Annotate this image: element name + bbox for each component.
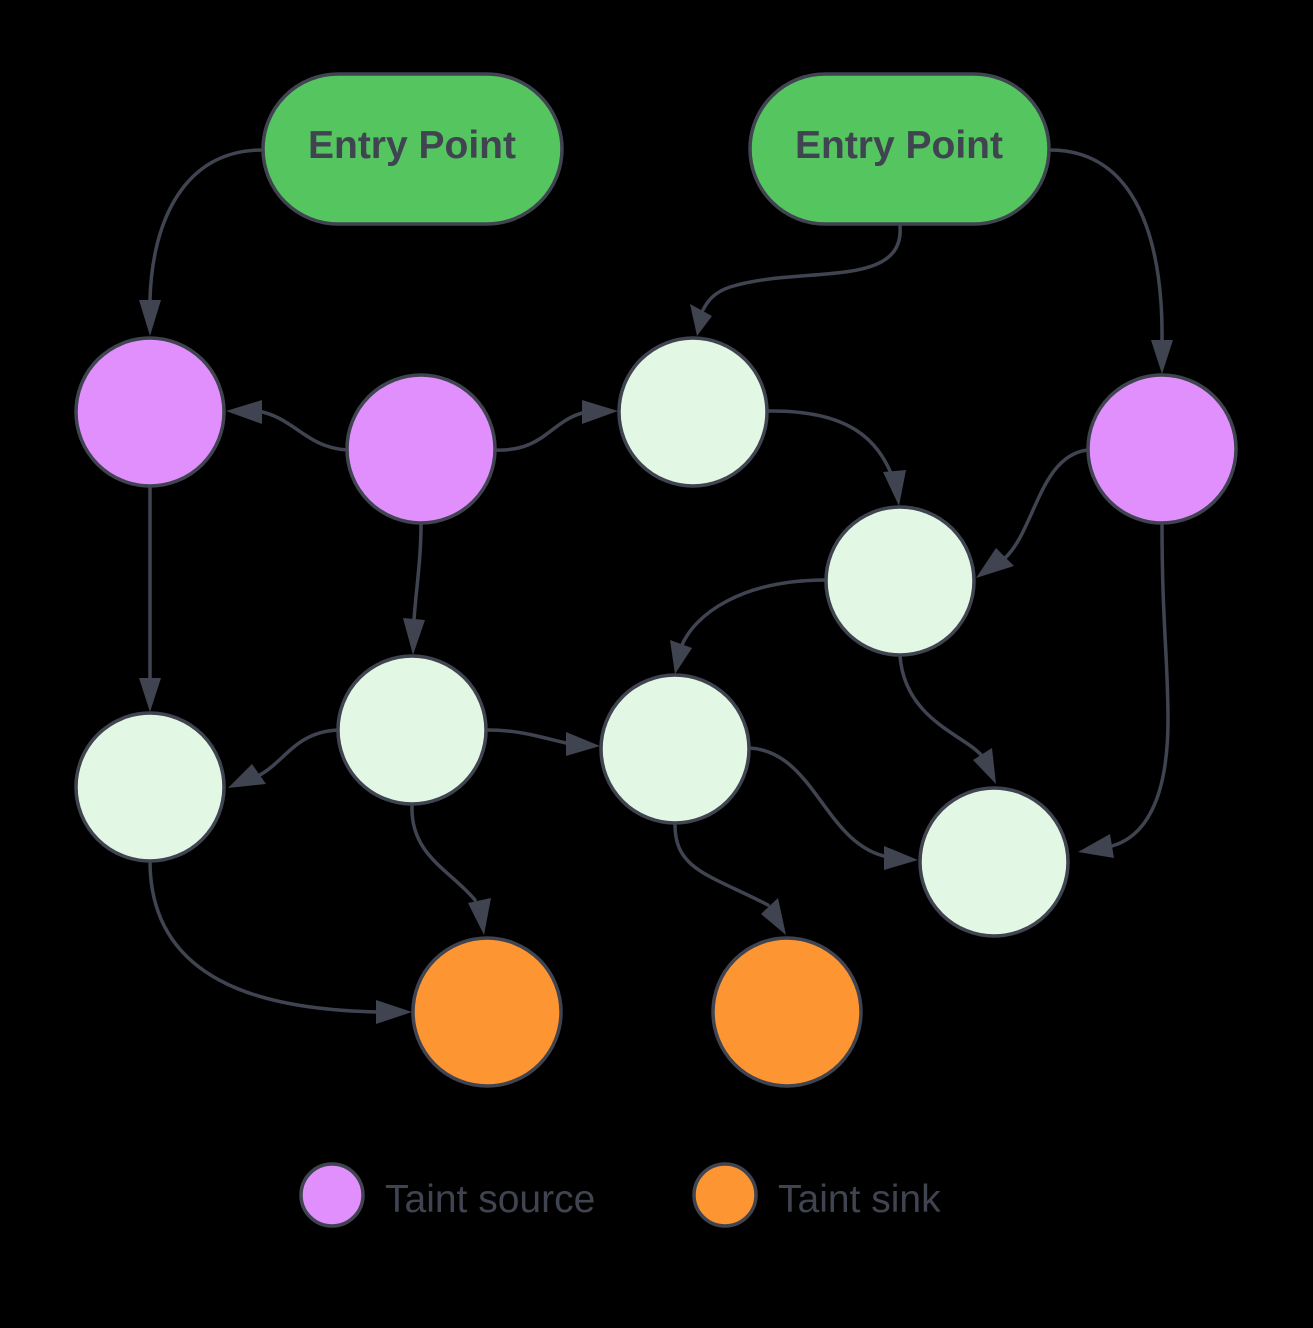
plain-node — [74, 711, 226, 863]
taint-source-node — [74, 336, 226, 488]
legend-item-taint-source: Taint source — [299, 1162, 595, 1228]
plain-node — [617, 336, 769, 488]
edge-n8-to-n11 — [673, 823, 770, 907]
edge-n3-to-n5 — [766, 409, 895, 480]
legend-item-taint-sink: Taint sink — [692, 1162, 941, 1228]
entry-point-label: Entry Point — [795, 124, 1003, 167]
arrowhead-entry-1-to-n1 — [139, 300, 161, 336]
edge-n2-to-n7 — [412, 522, 423, 622]
plain-node — [599, 673, 751, 825]
edge-n7-to-n6 — [256, 728, 340, 778]
arrowhead-n4-to-n5 — [976, 548, 1014, 578]
arrowhead-entry-2-to-n3 — [690, 304, 712, 336]
edge-entry-1-to-n1 — [148, 148, 264, 302]
arrowhead-n8-to-n11 — [761, 898, 786, 935]
edge-group — [148, 148, 1170, 1014]
plain-node — [824, 505, 976, 657]
arrowhead-n5-to-n8 — [670, 640, 692, 674]
entry-point-node: Entry Point — [261, 72, 564, 226]
arrowhead-n4-to-n9 — [1078, 834, 1114, 858]
edge-entry-2-to-n4 — [1048, 148, 1164, 342]
edge-n5-to-n9 — [898, 654, 984, 758]
taint-source-node — [345, 373, 497, 525]
entry-point-label: Entry Point — [308, 124, 516, 167]
plain-node — [336, 654, 488, 806]
arrowhead-n2-to-n3 — [582, 400, 618, 424]
edge-n4-to-n9 — [1110, 523, 1170, 848]
arrowhead-entry-2-to-n4 — [1151, 340, 1173, 374]
taint-sink-node — [411, 936, 563, 1088]
arrowhead-n6-to-n10 — [376, 1000, 412, 1024]
entry-point-box — [261, 72, 564, 226]
arrowhead-n7-to-n10 — [468, 898, 491, 935]
arrowhead-n2-to-n1 — [226, 400, 262, 424]
arrowhead-n5-to-n9 — [973, 748, 996, 784]
edge-n8-to-n9 — [748, 746, 890, 859]
legend-swatch-taint-source — [299, 1162, 365, 1228]
entry-point-box — [748, 72, 1051, 226]
legend: Taint source Taint sink — [299, 1162, 941, 1228]
arrowhead-n7-to-n8 — [566, 732, 600, 756]
edge-n7-to-n10 — [410, 803, 477, 902]
edge-n2-to-n3 — [493, 410, 588, 452]
edge-n4-to-n5 — [1003, 448, 1090, 560]
legend-swatch-taint-sink — [692, 1162, 758, 1228]
arrowhead-n2-to-n7 — [403, 618, 425, 655]
edge-n7-to-n8 — [485, 728, 568, 745]
arrowhead-n3-to-n5 — [883, 470, 906, 506]
edge-n5-to-n8 — [680, 578, 828, 647]
edge-entry-2-to-n3 — [701, 224, 902, 312]
plain-node — [918, 786, 1070, 938]
arrowhead-group — [139, 300, 1173, 1024]
edge-n2-to-n1 — [256, 409, 349, 452]
arrowhead-n8-to-n9 — [884, 846, 918, 870]
entry-point-node: Entry Point — [748, 72, 1051, 226]
arrowhead-n1-to-n6 — [139, 678, 161, 712]
taint-sink-node — [711, 936, 863, 1088]
taint-source-node — [1086, 373, 1238, 525]
legend-label-taint-sink: Taint sink — [778, 1178, 941, 1221]
legend-label-taint-source: Taint source — [385, 1178, 595, 1221]
arrowhead-n7-to-n6 — [228, 764, 266, 788]
edge-n6-to-n10 — [148, 859, 380, 1014]
